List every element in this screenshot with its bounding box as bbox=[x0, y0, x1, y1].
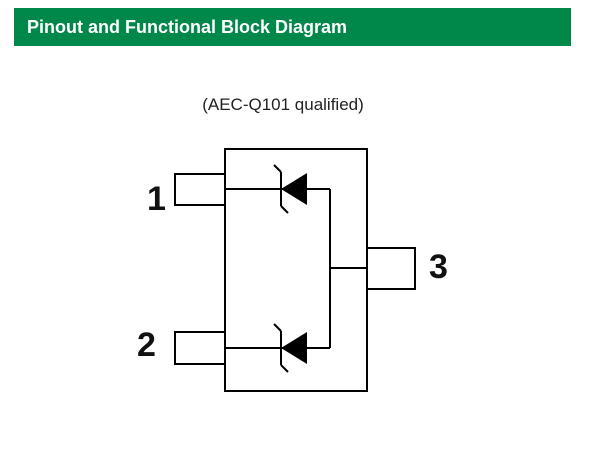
pin-3-label: 3 bbox=[429, 248, 448, 286]
pin-3-pad bbox=[366, 247, 416, 290]
internal-wiring bbox=[225, 188, 367, 349]
qualification-note: (AEC-Q101 qualified) bbox=[202, 95, 364, 114]
zener-diode-icon bbox=[273, 164, 307, 214]
pin-1-label: 1 bbox=[147, 180, 166, 218]
pin-2-label: 2 bbox=[137, 326, 156, 364]
header-bar: Pinout and Functional Block Diagram bbox=[14, 8, 571, 46]
zener-diode-icon bbox=[273, 323, 307, 373]
pin-2-pad bbox=[174, 331, 226, 365]
pin-1-pad bbox=[174, 173, 226, 206]
page-title: Pinout and Functional Block Diagram bbox=[27, 16, 348, 37]
